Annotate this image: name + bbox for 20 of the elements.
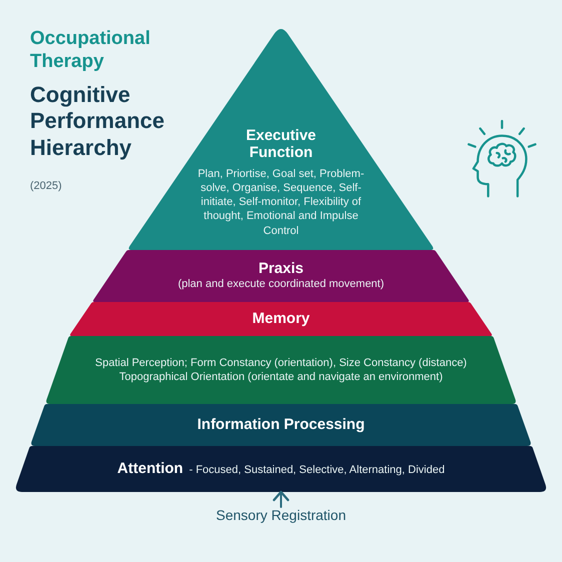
tier-description: Spatial Perception; Form Constancy (orientation), Size Constancy (distance) — [95, 356, 467, 370]
tier-description: Topographical Orientation (orientate and navigate an environment) — [119, 370, 443, 384]
arrow — [272, 490, 290, 508]
pyramid-tier — [30, 404, 532, 446]
tier-description: Plan, Priortise, Goal set, Problem-solve, Organise, Sequence, Self-initiate, Self-monitor, Flexibility of thought, Emotional and Impulse Control — [196, 166, 366, 238]
tier-heading: Praxis — [258, 260, 304, 278]
pyramid-tier — [69, 302, 493, 336]
pyramid-tier — [45, 336, 517, 404]
year-label: (2025) — [30, 180, 62, 192]
title: Cognitive Performance Hierarchy — [30, 82, 166, 162]
tier-heading: Attention — [117, 460, 184, 478]
pyramid-tier — [14, 446, 548, 492]
pyramid-tier — [92, 250, 470, 302]
tier-heading: Executive Function — [246, 127, 316, 162]
tier-description: (plan and execute coordinated movement) — [178, 277, 384, 292]
tier-heading: Information Processing — [197, 416, 365, 434]
tier-heading: Memory — [252, 310, 310, 328]
tier-description: - Focused, Sustained, Selective, Alternating, Divided — [189, 463, 445, 478]
base-label: Sensory Registration — [216, 507, 346, 523]
subtitle: Occupational Therapy — [30, 28, 152, 74]
